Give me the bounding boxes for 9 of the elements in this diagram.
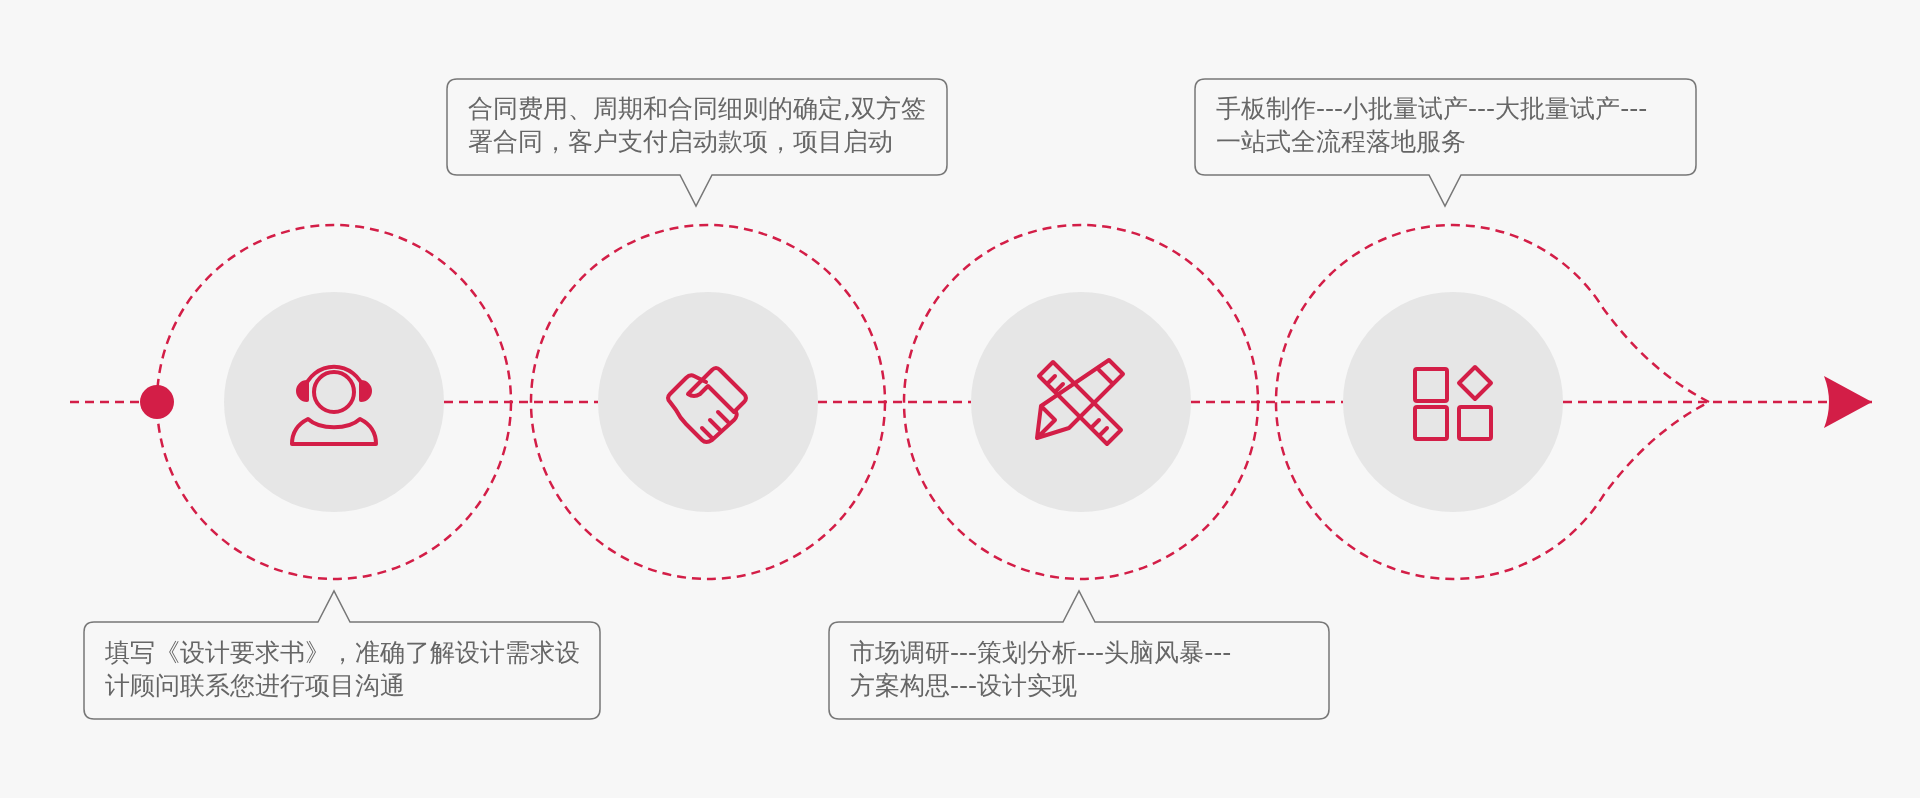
- callout-text: 市场调研---策划分析---头脑风暴---方案构思---设计实现: [850, 637, 1233, 702]
- callout-text: 填写《设计要求书》，准确了解设计需求设计顾问联系您进行项目沟通: [105, 637, 581, 702]
- dashed-line: [444, 400, 598, 404]
- dashed-line: [1191, 400, 1343, 404]
- dashed-line: [818, 400, 971, 404]
- callout-text: 合同费用、周期和合同细则的确定,双方签署合同，客户支付启动款项，项目启动: [468, 93, 927, 158]
- dashed-line: [70, 400, 140, 404]
- callout-text: 手板制作---小批量试产---大批量试产---一站式全流程落地服务: [1216, 93, 1649, 158]
- start-dot: [140, 385, 174, 419]
